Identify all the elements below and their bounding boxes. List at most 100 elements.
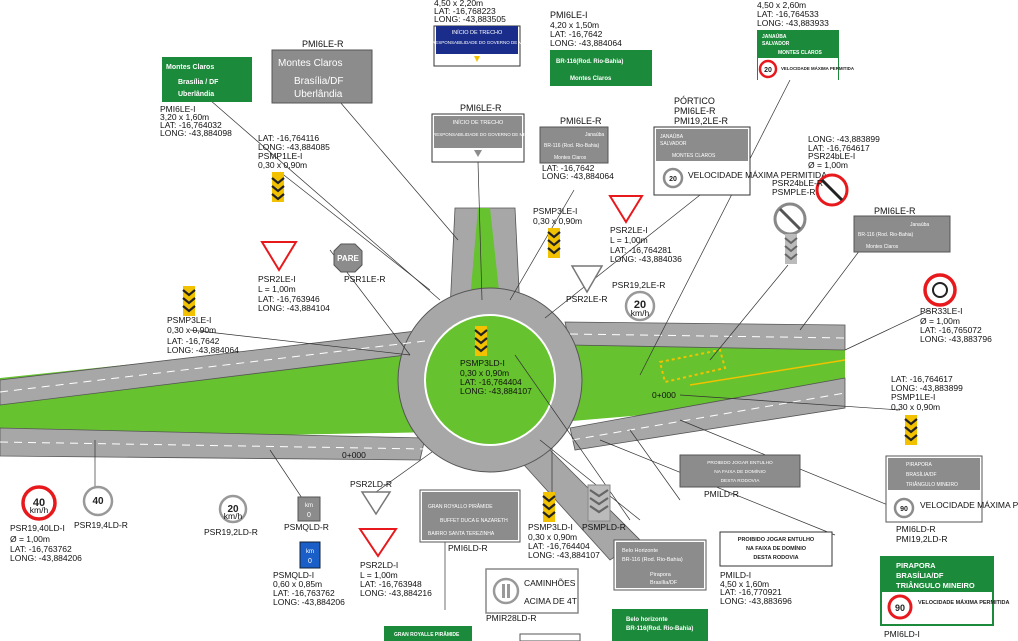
sign-label-text: PARE	[337, 254, 359, 263]
sign-label-text: PSMPLD-R	[582, 522, 626, 532]
sign-label-text: PSMQLD-I	[273, 570, 314, 580]
sign-label-text: Ø = 1,00m	[10, 534, 50, 544]
sign-label-text: 0	[307, 512, 311, 519]
sign-shape	[271, 177, 285, 201]
sign-label-text: INÍCIO DE TRECHO	[452, 29, 503, 36]
sign-shape	[514, 354, 631, 521]
sign-shape	[616, 542, 704, 588]
sign-shape	[436, 26, 518, 54]
sign-psmp3le-i-top: PSMP3LE-I 0,30 x 0,90m	[533, 206, 582, 258]
sign-label-text: LAT: -16,764116	[258, 133, 319, 143]
sign-shape	[360, 491, 392, 516]
sign-label-text: Montes Claros	[570, 76, 612, 82]
sign-shape	[679, 454, 801, 488]
sign-label-text: INÍCIO DE TRECHO	[453, 119, 504, 126]
sign-shape	[474, 329, 488, 353]
sign-label-text: BRASÍLIA/DF	[896, 571, 944, 580]
sign-label-text: PSMP3LE-I	[167, 315, 211, 325]
sign-pmi6le-r-center: PMI6LE-R INÍCIO DE TRECHO SOB RESPONSABI…	[422, 103, 534, 163]
sign-label-text: MONTES CLAROS	[778, 50, 823, 56]
sign-label-text: PIRAPORA	[906, 462, 933, 468]
sign-label-text: PSMP3LD-I	[528, 522, 573, 532]
sign-label-text: 20	[764, 67, 772, 74]
sign-label-text: 0,30 x 0,90m	[528, 532, 577, 542]
sign-label-text: LAT: -16,7642	[550, 29, 603, 39]
sign-label-text: Uberlândia	[294, 89, 343, 100]
sign-psr33le-i: PSR33LE-I Ø = 1,00m LAT: -16,765072 LONG…	[920, 273, 992, 344]
sign-psmqld: km 0 PSMQLD-R km 0 PSMQLD-I 0,60 x 0,85m…	[273, 496, 345, 607]
roundabout-center-island	[424, 314, 556, 446]
sign-pmi6ld-i-right: PIRAPORA BRASÍLIA/DF TRIÂNGULO MINEIRO 9…	[880, 556, 1009, 639]
sign-label-text: km/h	[224, 511, 243, 521]
sign-label-text: VELOCIDADE MÁXIMA PERMITIDA	[918, 599, 1009, 606]
sign-shape	[82, 485, 114, 517]
sign-label-text: LAT: -16,7642	[167, 336, 220, 346]
sign-label-text: TRIÂNGULO MINEIRO	[896, 581, 975, 590]
sign-label-text: 0,30 x 0,90m	[533, 216, 582, 226]
sign-label-text: CAMINHÕES	[524, 578, 576, 588]
sign-shape	[507, 584, 510, 598]
sign-label-text: PSR19,2LD-R	[204, 527, 258, 537]
sign-label-text: LONG: -43,884085	[258, 142, 330, 152]
sign-shape	[21, 485, 57, 521]
sign-shape	[189, 329, 411, 356]
sign-top-partial: 4,50 x 2,20m LAT: -16,768223 LONG: -43,8…	[421, 0, 533, 67]
sign-label-text: km	[306, 549, 314, 555]
sign-shape	[758, 58, 838, 80]
sign-label-text: BUFFET DUCA E NAZARETH	[440, 518, 508, 524]
sign-shape	[844, 309, 931, 351]
sign-label-text: PSMP1LE-I	[258, 151, 302, 161]
sign-bottom-green-left: GRAN ROYALLE PIRÂMIDE	[384, 626, 472, 641]
sign-label-text: SOB RESPONSABILIDADE DO GOVERNO DE MINAS	[421, 40, 533, 45]
sign-label-text: PSMP3LD-I	[460, 358, 505, 368]
sign-shape	[719, 531, 833, 567]
sign-label-text: VELOCIDADE MÁXIMA PERMITIDA	[688, 170, 827, 180]
sign-caminhoes: CAMINHÕES ACIMA DE 4T PMIR28LD-R	[485, 568, 579, 623]
sign-label-text: 0,30 x 0,90m	[891, 402, 940, 412]
sign-shape	[422, 492, 518, 540]
sign-label-text: DESTA RODOVIA	[753, 555, 798, 561]
sign-label-text: MONTES CLAROS	[672, 153, 716, 159]
sign-label-text: JANAÚBA	[762, 33, 787, 40]
sign-label-text: LONG: -43,884064	[550, 38, 622, 48]
sign-shape	[477, 161, 483, 301]
road-network: 0+000 0+000	[0, 207, 846, 561]
sign-shape	[888, 458, 980, 490]
sign-shape	[509, 189, 575, 301]
sign-label-text: PMI6LD-R	[896, 524, 936, 534]
sign-shape	[923, 273, 957, 307]
sign-label-text: Montes Claros	[166, 64, 214, 71]
sign-label-text: L = 1,00m	[258, 284, 296, 294]
lane-dash-2	[0, 441, 426, 450]
sign-label-text: LAT: -16,7642	[542, 163, 595, 173]
sign-shape	[544, 194, 701, 319]
sign-shape	[297, 496, 321, 522]
sign-label-text: BR-116(Rod. Rio-Bahia)	[626, 626, 693, 632]
sign-psr2le-r: PSR2LE-R	[566, 265, 608, 304]
sign-label-text: LAT: -16,764617	[891, 374, 953, 384]
sign-label-text: 0,30 x 0,90m	[258, 160, 307, 170]
sign-psmp1le-i: LAT: -16,764116 LONG: -43,884085 PSMP1LE…	[258, 133, 330, 202]
sign-belo-horizonte-i: Belo horizonte BR-116(Rod. Rio-Bahia)	[612, 609, 708, 641]
sign-label-text: PMI19,2LD-R	[896, 534, 948, 544]
sign-psmp3ld-i-bottom: PSMP3LD-I 0,30 x 0,90m LAT: -16,764404 L…	[528, 492, 600, 560]
sign-shape	[629, 429, 681, 501]
sign-label-text: 20	[227, 504, 239, 515]
sign-top-right-partial: 4,50 x 2,60m LAT: -16,764533 LONG: -43,8…	[757, 0, 855, 80]
sign-shape	[474, 56, 480, 62]
sign-shape	[474, 150, 482, 157]
sign-shape	[799, 249, 861, 331]
sign-psmpld-r: PSMPLD-R	[582, 484, 626, 532]
sign-label-text: 20	[669, 176, 677, 183]
sign-label-text: PMI6LE-R	[674, 106, 716, 116]
lane-dash-1	[0, 340, 426, 393]
sign-label-text: VELOCIDADE MÁXIMA PERMITIDA	[920, 500, 1018, 510]
sign-shape	[375, 451, 433, 493]
sign-gray-left: PMI6LE-R Montes Claros Brasília/DF Uberl…	[271, 39, 373, 104]
sign-shape	[550, 50, 652, 86]
sign-shape	[339, 101, 459, 241]
sign-shape	[612, 609, 708, 641]
sign-shape	[904, 418, 918, 442]
sign-label-text: PSR2LE-I	[610, 225, 648, 235]
